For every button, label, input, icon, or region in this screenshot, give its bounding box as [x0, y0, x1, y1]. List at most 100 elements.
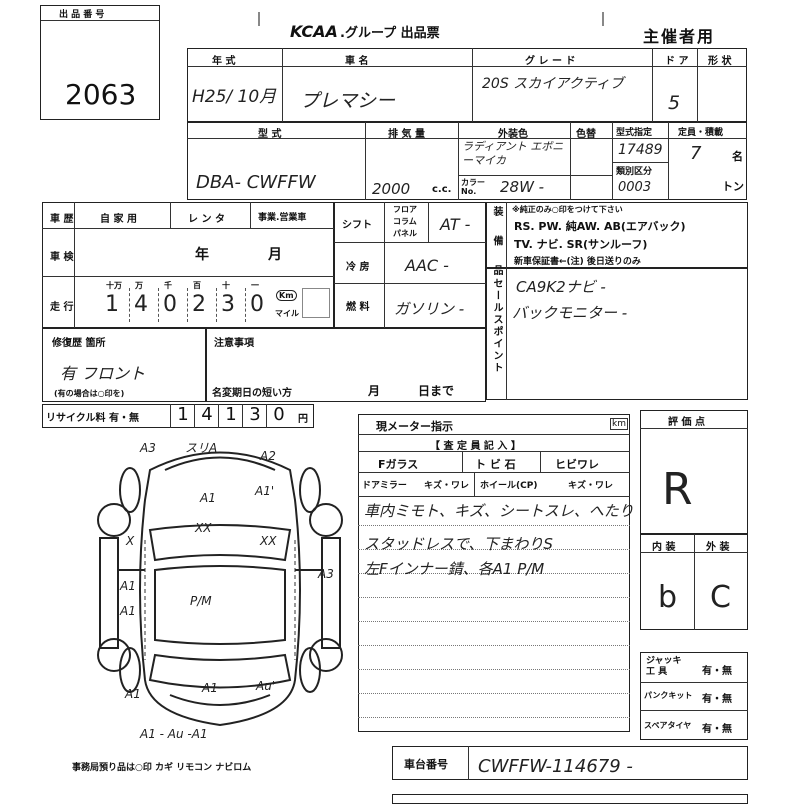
mileage-km: Km	[276, 290, 297, 301]
tool-puncture-label: パンクキット	[644, 691, 693, 700]
interior-value: b	[658, 580, 678, 615]
mileage-digit: 1	[105, 292, 119, 317]
mileage-unit: 千	[164, 281, 172, 290]
door-label: ド ア	[665, 56, 689, 67]
inspection-label: 車 検	[50, 252, 74, 263]
meter-unit: km	[610, 418, 628, 430]
notes-short: 名変期日の短い方	[212, 388, 292, 399]
mirror-opt: キズ・ワレ	[424, 481, 470, 491]
crack-label: ヒビワレ	[555, 458, 599, 471]
mark-x-r: XX	[259, 534, 277, 548]
inspection-month: 月	[268, 247, 282, 263]
ruled-line	[358, 573, 630, 574]
class-label: 類別区分	[616, 167, 653, 177]
tool-spare-label: スペアタイヤ	[644, 721, 692, 730]
mileage-digit: 3	[221, 292, 235, 317]
model-label: 型 式	[258, 129, 282, 140]
color-value: ラディアント エボニーマイカ	[462, 140, 564, 167]
disp-value: 2000	[372, 180, 411, 198]
shift-options: フロア コラム パネル	[393, 205, 417, 238]
bottom-strip	[392, 794, 748, 804]
header-org: 主催者用	[643, 27, 716, 46]
type-no-value: 17489	[618, 142, 663, 158]
mileage-unit: 一	[251, 281, 259, 290]
equip-block	[486, 202, 748, 268]
recycle-block	[42, 404, 314, 428]
mileage-label: 走 行	[50, 302, 74, 313]
color-change-label: 色替	[576, 129, 596, 140]
mirror-label: ドアミラー	[362, 481, 407, 491]
meter-label: 現メーター指示	[376, 420, 453, 433]
wheel-label: ホイール(CP)	[480, 481, 538, 491]
ruled-line	[358, 717, 630, 718]
mark-au-rear: Au'	[255, 679, 275, 693]
score-label: 評 価 点	[668, 417, 705, 428]
ruled-line	[358, 549, 630, 550]
diagram-footer: 事務局預り品は○印 カギ リモコン ナビロム	[72, 763, 252, 773]
recycle-digit: 0	[266, 404, 291, 428]
capacity-unit: 名	[732, 150, 743, 163]
repair-value: 有 フロント	[60, 364, 146, 383]
notes-day: 日まで	[418, 384, 455, 398]
year-value: H25/ 10月	[192, 87, 277, 107]
mileage-unit: 百	[193, 281, 201, 290]
margin-mark-left	[258, 12, 260, 26]
chip-label: ト ビ 石	[475, 458, 516, 471]
mileage-digit: 0	[250, 292, 264, 317]
recycle-digit: 3	[242, 404, 267, 428]
capacity-label: 定員・積載	[678, 128, 724, 138]
mark-a1-l1: A1	[119, 579, 136, 593]
score-block	[640, 410, 748, 534]
sales-line1: CA9K2ナビ -	[516, 278, 606, 296]
exterior-value: C	[710, 580, 731, 615]
mark-a1-bottom: A1 - Au -A1	[139, 727, 208, 740]
ruled-line	[358, 645, 630, 646]
shift-value: AT -	[440, 215, 471, 234]
mileage-unit: 十	[222, 281, 230, 290]
color-code-value: 28W -	[500, 178, 545, 196]
ac-value: AAC -	[405, 256, 449, 275]
inspector-title: 【 査 定 員 記 入 】	[430, 441, 521, 452]
mileage-sep	[187, 288, 188, 322]
interior-label: 内 装	[652, 542, 676, 553]
mileage-digit: 0	[163, 292, 177, 317]
notes-label: 注意事項	[214, 338, 254, 349]
shape-label: 形 状	[708, 56, 732, 67]
score-value: R	[662, 464, 693, 515]
mark-a1-rear: A1	[201, 681, 218, 695]
year-label: 年 式	[212, 56, 236, 67]
mileage-digit: 2	[192, 292, 206, 317]
mileage-sep	[158, 288, 159, 322]
sales-line2: バックモニター -	[512, 304, 628, 322]
class-no-value: 0003	[618, 180, 652, 195]
repair-label: 修復歴 箇所	[52, 338, 106, 349]
model-value: DBA- CWFFW	[196, 172, 316, 193]
ton-unit: トン	[722, 180, 744, 193]
equip-note: ※純正のみ○印をつけて下さい	[512, 205, 623, 214]
lot-number: 2063	[65, 78, 137, 111]
ruled-line	[358, 525, 630, 526]
mark-a1-bl: A1	[124, 687, 141, 701]
recycle-label: リサイクル料 有・無	[46, 413, 139, 424]
tool-jack-label: ジャッキ 工 具	[646, 656, 682, 677]
header-logo: KCAA	[290, 22, 338, 41]
equip-label: 装 備 品	[491, 206, 502, 283]
tool-jack-value: 有・無	[702, 666, 732, 677]
mark-a1-tr: A1'	[254, 484, 274, 498]
type-label: 型式指定	[616, 128, 653, 138]
inspector-line2: スタッドレスで、下まわりS	[364, 535, 553, 553]
repair-block	[42, 328, 206, 402]
history-rental: レ ン タ	[188, 214, 225, 225]
spec-block	[334, 202, 486, 328]
notes-month: 月	[368, 384, 381, 398]
grade-value: 20S スカイアクティブ	[482, 76, 624, 92]
cc-label: c.c.	[432, 184, 452, 195]
recycle-digit: 1	[218, 404, 243, 428]
wheel-opt: キズ・ワレ	[568, 481, 614, 491]
glass-label: Fガラス	[378, 458, 419, 471]
inspection-year: 年	[195, 247, 209, 263]
mark-pm-center: P/M	[190, 594, 212, 608]
color-code-label: カラー No.	[461, 178, 485, 196]
history-business: 事業.営業車	[258, 213, 307, 223]
lot-label: 出 品 番 号	[59, 10, 105, 20]
